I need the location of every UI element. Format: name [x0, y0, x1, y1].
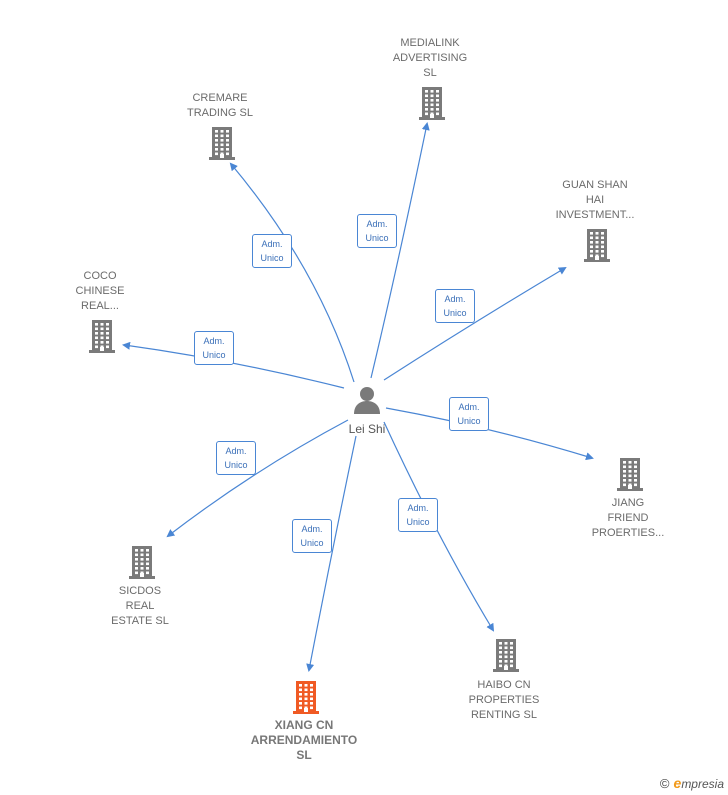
edge-cremare: [229, 162, 355, 383]
edge-label-type: Unico: [406, 517, 430, 527]
company-name-haibo[interactable]: HAIBO CN PROPERTIES RENTING SL: [434, 678, 574, 723]
edge-label-type: Unico: [457, 416, 481, 426]
edge-jiang: [385, 407, 594, 461]
brand-watermark: © empresia: [660, 775, 724, 791]
company-name-line: FRIEND: [607, 512, 649, 524]
company-name-line: HAI: [585, 194, 605, 206]
edge-label-type: Unico: [202, 350, 226, 360]
building-icon[interactable]: [417, 86, 447, 120]
building-icon[interactable]: [491, 638, 521, 672]
company-name-jiang[interactable]: JIANG FRIEND PROERTIES...: [558, 496, 698, 541]
edge-label-type: Unico: [224, 460, 248, 470]
edge-label-guan-shan[interactable]: Adm. Unico: [435, 289, 475, 323]
edge-medialink: [370, 122, 430, 379]
edge-label-role: Adm.: [407, 503, 429, 513]
company-name-line: TRADING SL: [186, 107, 253, 119]
edge-label-medialink[interactable]: Adm. Unico: [357, 214, 397, 248]
edge-guan-shan: [383, 266, 567, 381]
edge-label-role: Adm.: [366, 219, 388, 229]
edge-label-role: Adm.: [225, 446, 247, 456]
company-name-line: HAIBO CN: [477, 679, 531, 691]
company-name-line: XIANG CN: [274, 718, 334, 732]
company-name-line: PROPERTIES: [468, 694, 540, 706]
edge-haibo: [383, 421, 495, 632]
building-icon[interactable]: [582, 228, 612, 262]
building-icon[interactable]: [291, 680, 321, 714]
building-icon[interactable]: [127, 545, 157, 579]
edges-layer: [122, 122, 594, 672]
building-icon[interactable]: [615, 457, 645, 491]
company-name-line: CREMARE: [192, 92, 248, 104]
company-name-line: ADVERTISING: [392, 52, 468, 64]
edge-sicdos: [166, 419, 349, 538]
edge-label-type: Unico: [443, 308, 467, 318]
edge-label-coco[interactable]: Adm. Unico: [194, 331, 234, 365]
edge-coco: [122, 341, 345, 389]
company-name-sicdos[interactable]: SICDOS REAL ESTATE SL: [70, 584, 210, 629]
building-icon[interactable]: [87, 319, 117, 353]
building-icon[interactable]: [207, 126, 237, 160]
company-name-line: RENTING SL: [470, 709, 537, 721]
edge-label-xiang[interactable]: Adm. Unico: [292, 519, 332, 553]
company-name-line: REAL: [125, 600, 155, 612]
edge-xiang: [306, 435, 357, 672]
company-name-line: SL: [296, 748, 312, 762]
edge-label-type: Unico: [300, 538, 324, 548]
edge-label-role: Adm.: [444, 294, 466, 304]
edge-label-role: Adm.: [203, 336, 225, 346]
company-name-line: INVESTMENT...: [555, 209, 635, 221]
copyright-symbol: ©: [659, 775, 670, 791]
company-name-line: ARRENDAMIENTO: [250, 733, 358, 747]
company-name-line: COCO: [83, 270, 117, 282]
company-name-cremare[interactable]: CREMARE TRADING SL: [150, 91, 290, 121]
company-name-line: SICDOS: [118, 585, 162, 597]
edge-label-role: Adm.: [261, 239, 283, 249]
company-name-line: MEDIALINK: [400, 37, 460, 49]
company-name-line: JIANG: [611, 497, 645, 509]
edge-label-sicdos[interactable]: Adm. Unico: [216, 441, 256, 475]
company-name-line: PROERTIES...: [591, 527, 665, 539]
person-icon[interactable]: [352, 385, 382, 415]
company-name-guan-shan[interactable]: GUAN SHAN HAI INVESTMENT...: [525, 178, 665, 223]
company-name-line: ESTATE SL: [111, 615, 169, 627]
person-name[interactable]: Lei Shi: [348, 422, 386, 436]
company-name-medialink[interactable]: MEDIALINK ADVERTISING SL: [360, 36, 500, 81]
edge-label-role: Adm.: [458, 402, 480, 412]
edge-label-role: Adm.: [301, 524, 323, 534]
company-name-line: GUAN SHAN: [562, 179, 628, 191]
empresia-logo: empresia: [673, 775, 724, 791]
company-name-line: REAL...: [81, 300, 119, 312]
edge-label-type: Unico: [365, 233, 389, 243]
edge-label-haibo[interactable]: Adm. Unico: [398, 498, 438, 532]
company-name-line: CHINESE: [75, 285, 125, 297]
company-name-line: SL: [423, 67, 437, 79]
edge-label-type: Unico: [260, 253, 284, 263]
edge-label-jiang[interactable]: Adm. Unico: [449, 397, 489, 431]
edge-label-cremare[interactable]: Adm. Unico: [252, 234, 292, 268]
company-name-coco[interactable]: COCO CHINESE REAL...: [30, 269, 170, 314]
